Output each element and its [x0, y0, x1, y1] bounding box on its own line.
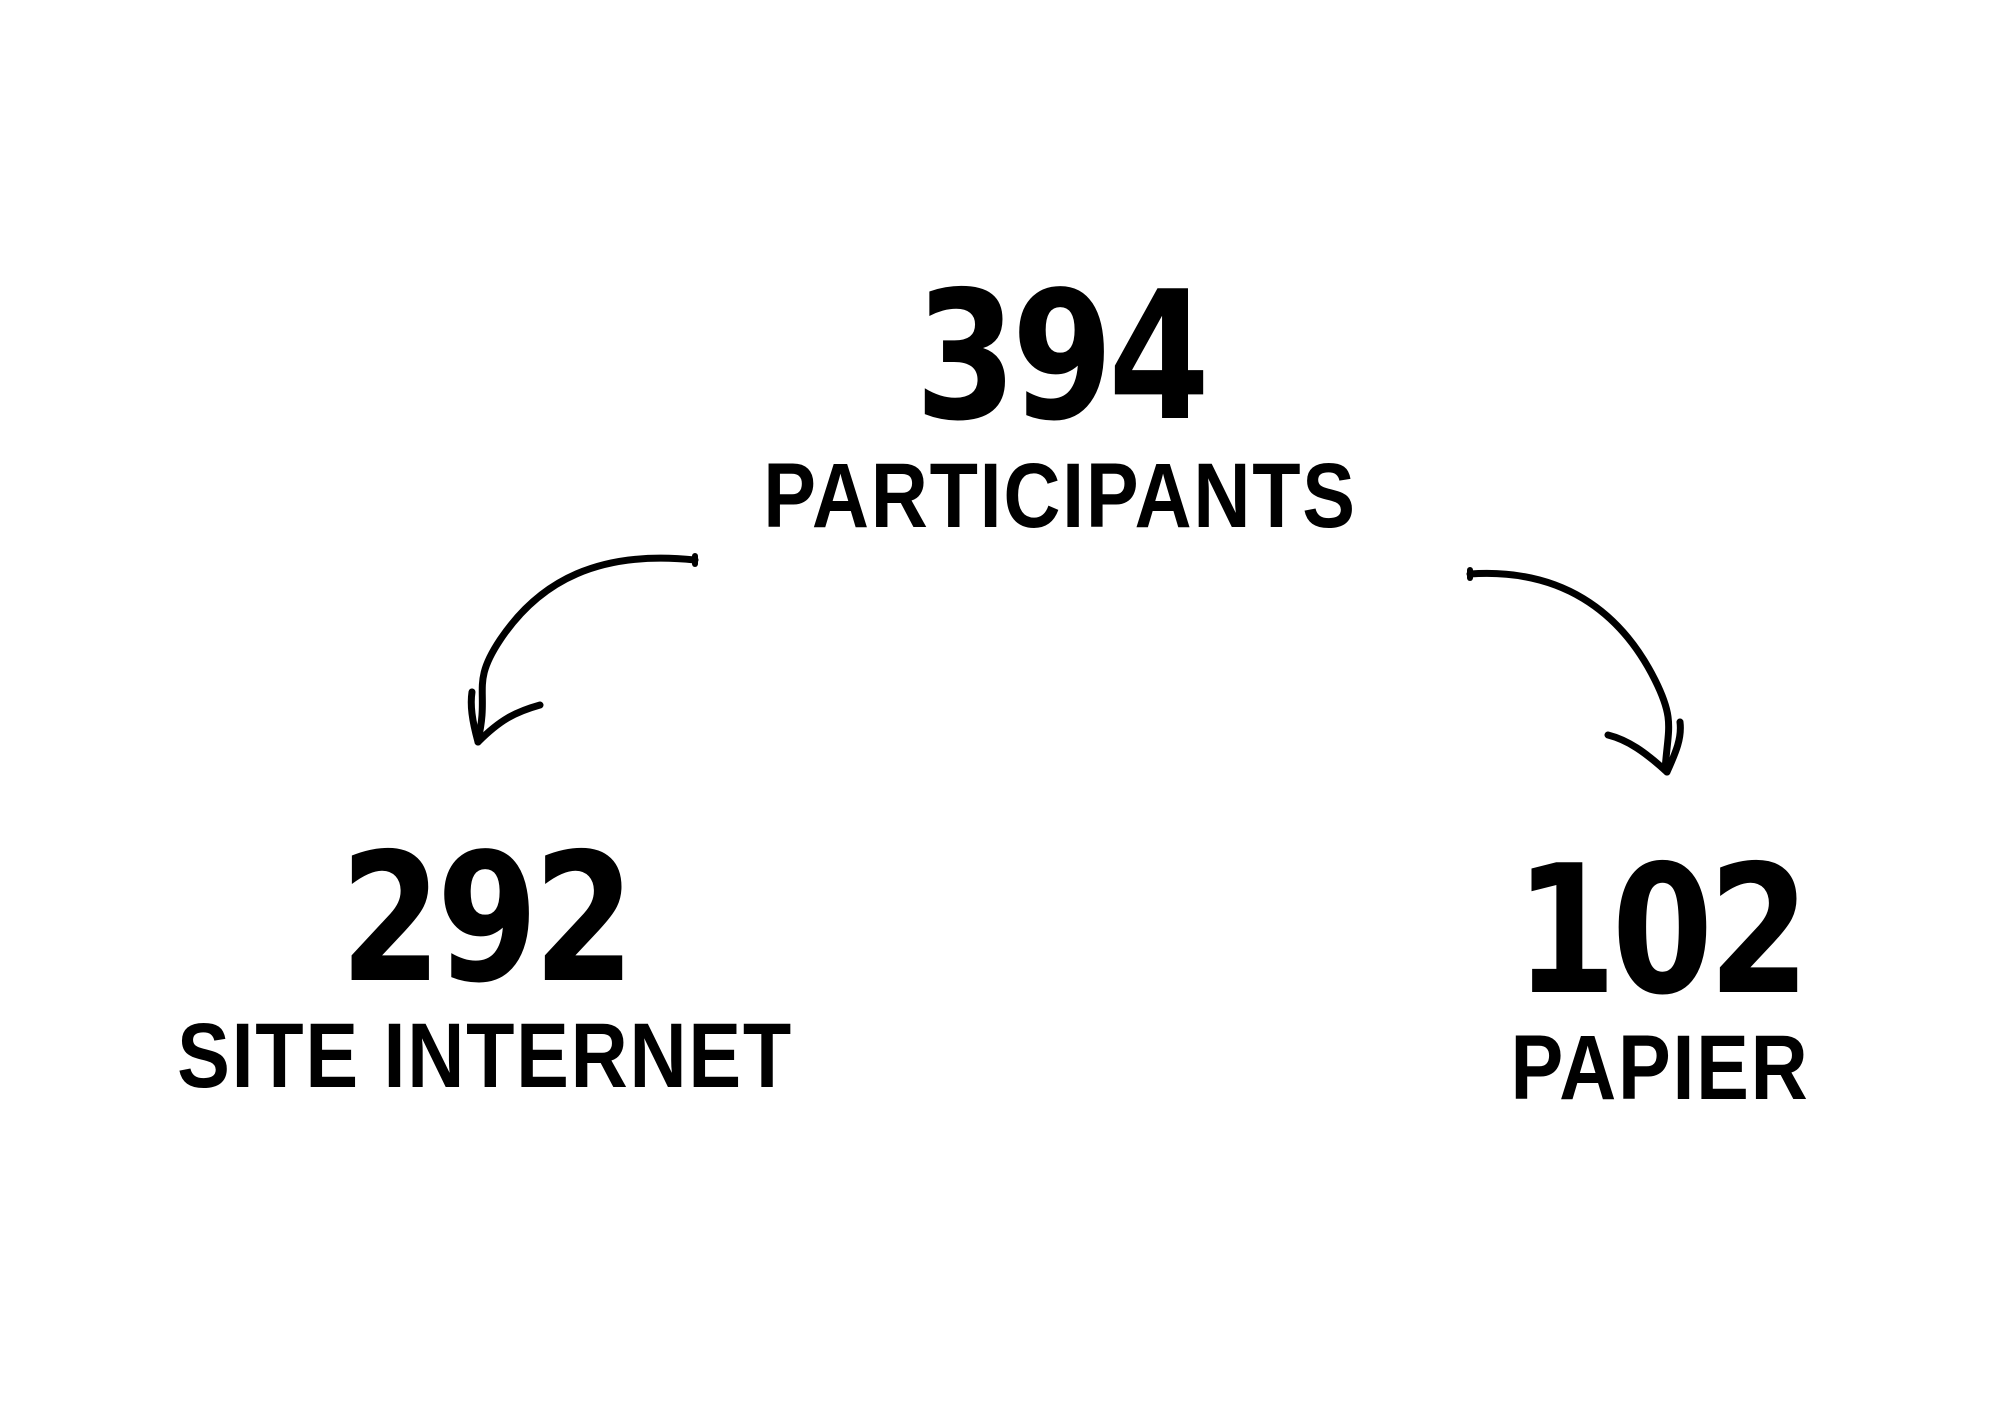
paper-label: PAPIER: [1510, 1017, 1810, 1119]
paper-value: 102: [1515, 827, 1810, 1034]
total-value: 394: [915, 253, 1210, 460]
curved-arrow-left-icon: [467, 553, 699, 746]
total-label: PARTICIPANTS: [763, 445, 1357, 547]
total-participants: 394 PARTICIPANTS: [650, 253, 1470, 547]
curved-arrow-right-icon: [1466, 567, 1684, 776]
web-participants: 292 SITE INTERNET: [120, 815, 850, 1107]
paper-participants: 102 PAPIER: [1400, 827, 1920, 1119]
web-label: SITE INTERNET: [177, 1005, 793, 1107]
web-value: 292: [340, 815, 635, 1022]
